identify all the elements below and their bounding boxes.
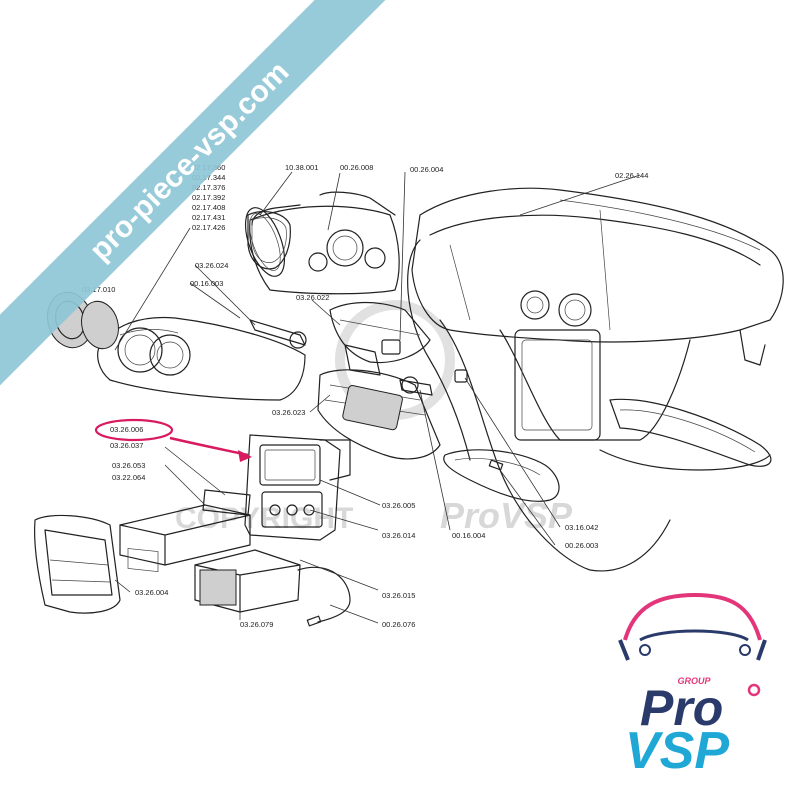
label-03-26-005: 03.26.005 <box>382 501 415 510</box>
center-bezel <box>34 514 121 614</box>
label-02-17-431: 02.17.431 <box>192 213 225 222</box>
label-03-26-023: 03.26.023 <box>272 408 305 417</box>
label-03-26-022: 03.26.022 <box>296 293 329 302</box>
label-02-17-344: 02.17.344 <box>192 173 225 182</box>
label-03-22-064: 03.22.064 <box>112 473 145 482</box>
label-02-17-376: 02.17.376 <box>192 183 225 192</box>
label-02-17-408: 02.17.408 <box>192 203 225 212</box>
radio-frame <box>244 434 351 541</box>
label-00-26-076: 00.26.076 <box>382 620 415 629</box>
label-02-17-426: 02.17.426 <box>192 223 225 232</box>
label-03-26-006: 03.26.006 <box>110 425 143 434</box>
switch-bracket <box>329 301 431 376</box>
label-02-17-392: 02.17.392 <box>192 193 225 202</box>
provsp-logo: GROUP Pro VSP <box>618 592 767 780</box>
label-03-26-004: 03.26.004 <box>135 588 168 597</box>
leader-lines <box>114 171 641 624</box>
logo-gear-icon <box>747 683 761 697</box>
label-00-26-004-top: 00.26.004 <box>410 165 443 174</box>
label-03-26-079: 03.26.079 <box>240 620 273 629</box>
car-outline-icon <box>623 592 762 641</box>
label-03-26-037: 03.26.037 <box>110 441 143 450</box>
label-03-26-014: 03.26.014 <box>382 531 415 540</box>
label-03-16-042: 03.16.042 <box>565 523 598 532</box>
console-housing <box>317 369 441 460</box>
cluster-bezel <box>97 316 306 401</box>
label-00-26-008: 00.26.008 <box>340 163 373 172</box>
label-03-26-024: 03.26.024 <box>195 261 228 270</box>
seal-ring <box>247 211 291 270</box>
highlight-callout <box>94 418 252 462</box>
watermark-brand: ProVSP <box>440 495 573 536</box>
logo-vsp-text: VSP <box>625 722 729 780</box>
label-03-26-015: 03.26.015 <box>382 591 415 600</box>
label-10-38-001: 10.38.001 <box>285 163 318 172</box>
screws <box>249 319 468 396</box>
part-labels: 02.17.360 02.17.344 02.17.376 02.17.392 … <box>82 163 648 629</box>
instrument-cluster <box>244 191 400 295</box>
label-03-26-053: 03.26.053 <box>112 461 145 470</box>
banner-url: pro-piece-vsp.com <box>84 55 296 267</box>
dashboard-assembly <box>407 187 784 572</box>
storage-box <box>194 549 301 613</box>
label-02-26-144: 02.26.144 <box>615 171 648 180</box>
label-00-16-003: 00.16.003 <box>190 279 223 288</box>
label-00-16-004: 00.16.004 <box>452 531 485 540</box>
logo-pro-text: Pro <box>640 680 723 736</box>
label-00-26-003: 00.26.003 <box>565 541 598 550</box>
label-03-17-010: 03.17.010 <box>82 285 115 294</box>
logo-group-text: GROUP <box>677 676 711 686</box>
glovebox-lid-part <box>443 449 560 502</box>
watermark-copyright: COPYRIGHT <box>175 502 353 535</box>
